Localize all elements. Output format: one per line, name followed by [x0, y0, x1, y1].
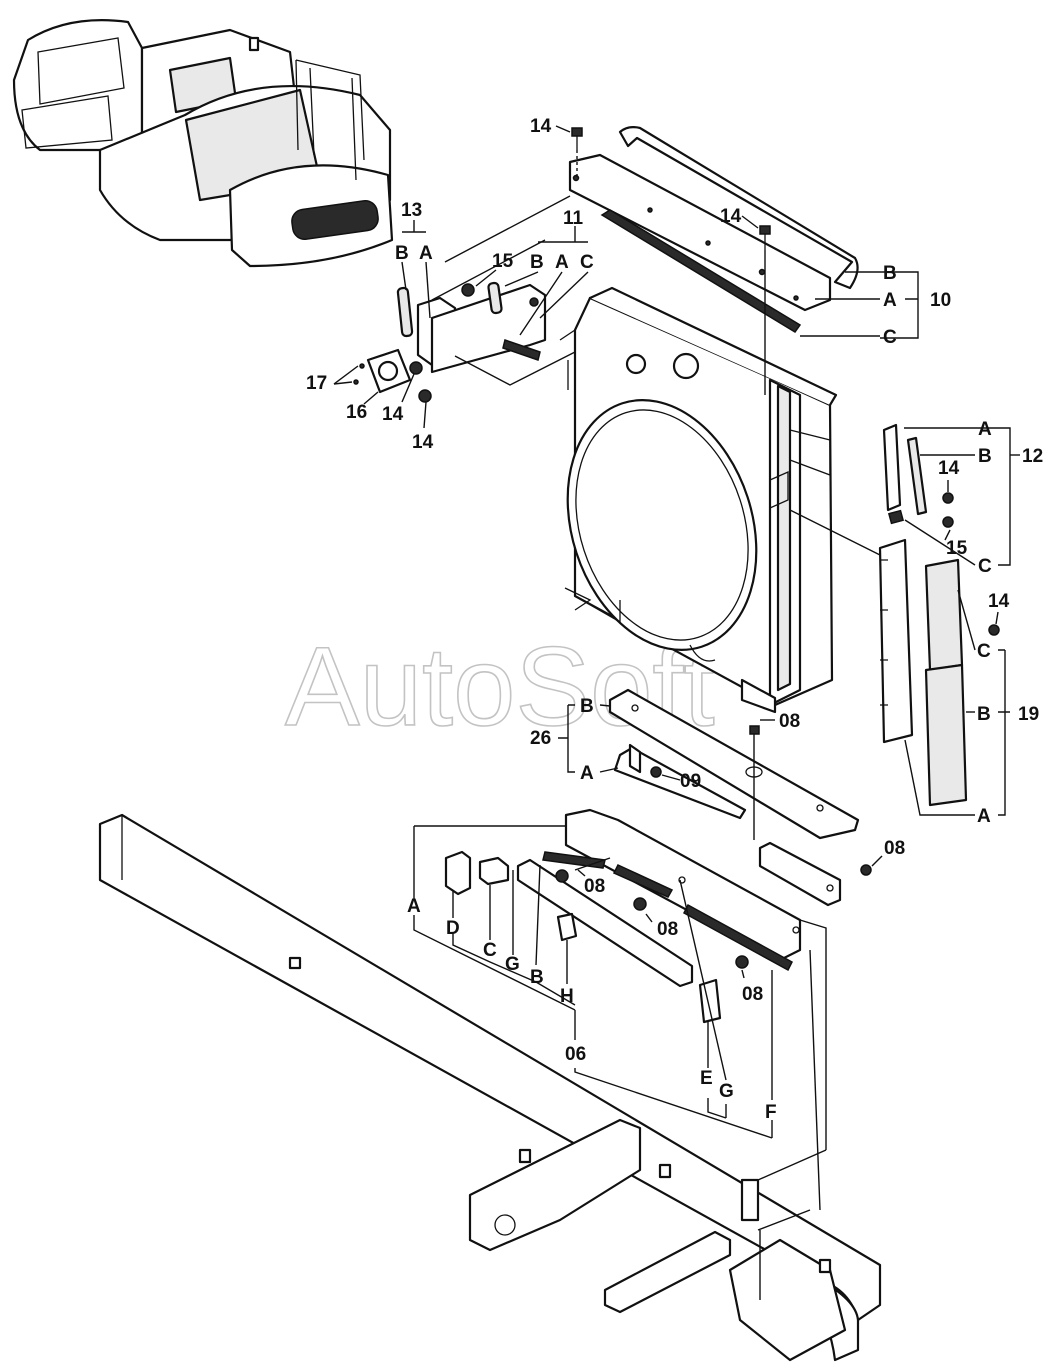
label-06-A: A [407, 896, 421, 917]
part-19-side-seals [878, 538, 1000, 807]
frame-rail [98, 813, 882, 1362]
label-06-B: B [530, 967, 544, 988]
callout-09: 09 [680, 771, 701, 792]
label-12-A: A [978, 419, 992, 440]
callout-14-left-a: 14 [382, 404, 404, 425]
label-12-C: C [978, 556, 992, 577]
part-16-grommet-plate [353, 348, 412, 394]
leader-lines [333, 125, 1020, 1300]
label-26-B: B [580, 696, 594, 717]
callout-10: 10 [930, 290, 951, 311]
label-06-H: H [560, 986, 574, 1007]
callout-13: 13 [401, 200, 422, 221]
callout-labels: 13 11 14 14 10 15 17 16 14 14 12 14 15 1… [306, 116, 1043, 1065]
bolts-08 [758, 841, 872, 907]
part-06-lower-panel [444, 808, 802, 1024]
label-06-E: E [700, 1068, 713, 1089]
callout-15-right: 15 [946, 538, 968, 559]
label-06-G-right: G [719, 1081, 734, 1102]
label-06-F: F [765, 1102, 777, 1123]
callout-08-radiator: 08 [779, 711, 800, 732]
part-12-side-plate [882, 423, 954, 528]
label-12-B: B [978, 446, 992, 467]
label-11-B: B [530, 252, 544, 273]
label-06-C: C [483, 940, 497, 961]
callout-14-left-b: 14 [412, 432, 434, 453]
label-19-A: A [977, 806, 991, 827]
callout-08-panel-c: 08 [742, 984, 763, 1005]
callout-14-cover: 14 [720, 206, 742, 227]
label-13-A: A [419, 243, 433, 264]
bolt-14-cover [759, 225, 771, 395]
callout-19: 19 [1018, 704, 1039, 725]
callout-11: 11 [563, 208, 584, 229]
callout-08-panel-a: 08 [584, 876, 605, 897]
radiator-assembly [559, 286, 838, 714]
label-10-B: B [883, 263, 897, 284]
label-06-D: D [446, 918, 460, 939]
letter-labels: B A B A C B A C A B C C B A B A A D C G … [395, 243, 992, 1123]
label-26-A: A [580, 763, 594, 784]
label-10-C: C [883, 327, 897, 348]
callout-26: 26 [530, 728, 551, 749]
label-06-G-left: G [505, 954, 520, 975]
bolts-14-left [409, 283, 539, 403]
label-19-C: C [977, 641, 991, 662]
excavator-body-illustration [12, 19, 394, 268]
label-10-A: A [883, 290, 897, 311]
bolt-14-top [571, 127, 583, 178]
callout-15-left: 15 [492, 251, 514, 272]
label-13-B: B [395, 243, 409, 264]
callout-14-right-b: 14 [988, 591, 1010, 612]
callout-14-right-a: 14 [938, 458, 960, 479]
label-11-A: A [555, 252, 569, 273]
callout-14-top: 14 [530, 116, 552, 137]
label-11-C: C [580, 252, 594, 273]
callout-16: 16 [346, 402, 367, 423]
part-11-bracket-and-seals [396, 281, 547, 374]
callout-12: 12 [1022, 446, 1043, 467]
callout-06: 06 [565, 1044, 586, 1065]
callout-08-panel-b: 08 [657, 919, 678, 940]
callout-08-right: 08 [884, 838, 905, 859]
label-19-B: B [977, 704, 991, 725]
part-26-support-plate [608, 688, 860, 840]
callout-17: 17 [306, 373, 327, 394]
